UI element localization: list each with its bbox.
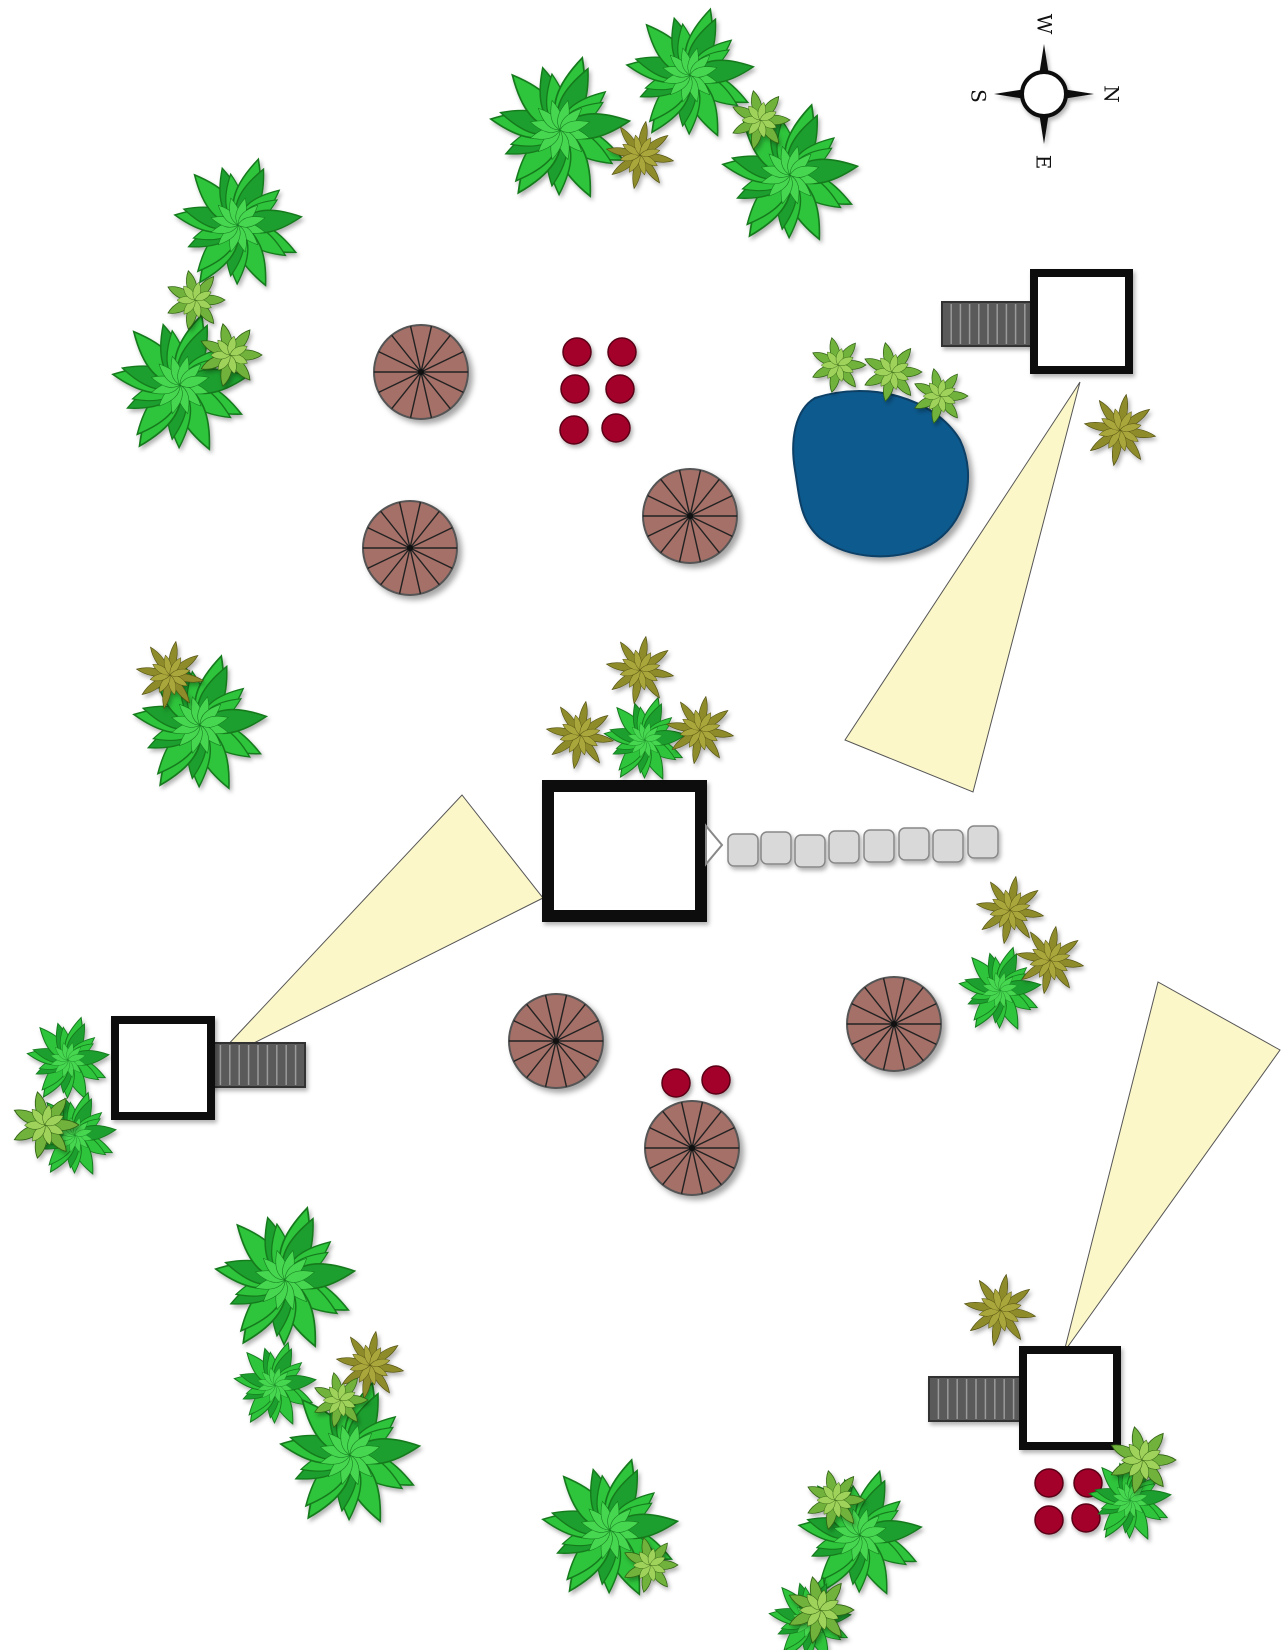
bush	[212, 1202, 358, 1353]
light-cone-3	[1063, 981, 1281, 1353]
barrel	[562, 337, 592, 367]
compass-west-label: W	[1033, 14, 1057, 35]
building-north	[1030, 269, 1133, 374]
buildings	[111, 269, 1133, 1450]
palm-plant	[975, 875, 1045, 945]
barrel	[601, 413, 631, 443]
stepping-stone	[863, 829, 895, 863]
compass-needles	[994, 44, 1094, 144]
stairs-north	[941, 301, 1035, 347]
barrel	[559, 415, 589, 445]
barrel	[560, 374, 590, 404]
building-west	[111, 1016, 215, 1120]
bush	[232, 1339, 318, 1428]
barrel	[1034, 1468, 1064, 1498]
light-cone-1	[844, 381, 1081, 793]
stairs-west	[210, 1042, 306, 1088]
palm-plant	[605, 635, 675, 705]
barrel	[1071, 1503, 1101, 1533]
light-cone-2	[207, 794, 544, 1067]
light-cones	[207, 381, 1281, 1353]
barrel	[605, 374, 635, 404]
stepping-stone	[727, 833, 759, 867]
bush	[602, 694, 688, 783]
round-tree	[362, 500, 458, 596]
barrels	[559, 337, 1103, 1535]
round-trees	[362, 324, 942, 1196]
pond	[792, 390, 969, 558]
stepping-stones	[727, 825, 999, 868]
bush	[171, 154, 304, 292]
palm-plant	[545, 700, 615, 770]
stepping-stone	[898, 827, 930, 861]
barrel	[661, 1068, 691, 1098]
stairs-east	[928, 1376, 1024, 1422]
building-east	[1019, 1346, 1121, 1450]
compass-rose: N S E W	[967, 14, 1124, 170]
compass-south-label: S	[967, 89, 991, 103]
round-tree	[644, 1100, 740, 1196]
round-tree	[508, 993, 604, 1089]
barrel	[701, 1065, 731, 1095]
bush	[487, 52, 633, 203]
door-arrow	[705, 823, 724, 867]
compass-north-label: N	[1100, 85, 1124, 103]
round-tree	[642, 468, 738, 564]
bush	[719, 99, 861, 246]
stepping-stone	[967, 825, 999, 859]
barrel	[607, 337, 637, 367]
building-center	[542, 780, 707, 922]
bush	[25, 1014, 111, 1103]
stepping-stone	[932, 829, 964, 863]
stairs	[210, 301, 1035, 1422]
stepping-stone	[760, 831, 792, 865]
barrel	[1034, 1505, 1064, 1535]
bush	[623, 4, 756, 142]
compass-east-label: E	[1032, 155, 1056, 170]
stepping-stone	[828, 830, 860, 864]
palm-plant	[1083, 393, 1157, 467]
round-tree	[373, 324, 469, 420]
succulent	[810, 336, 867, 394]
stepping-stone	[794, 834, 826, 868]
palm-plant	[963, 1273, 1037, 1347]
round-tree	[846, 976, 942, 1072]
